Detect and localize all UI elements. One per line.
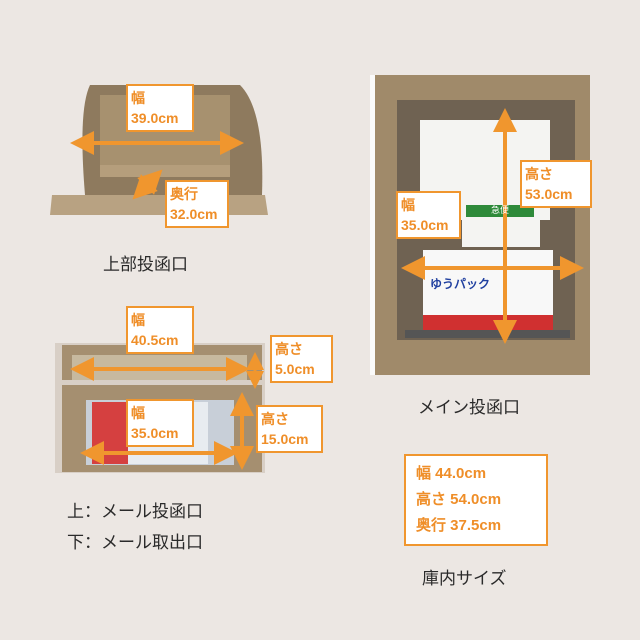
label-value: 15.0cm xyxy=(261,431,309,447)
package-label: 急便 xyxy=(490,206,509,216)
label-title: 幅 xyxy=(131,312,145,328)
label-value: 35.0cm xyxy=(131,425,179,441)
label-value: 5.0cm xyxy=(275,361,315,377)
interior-caption: 庫内サイズ xyxy=(422,569,507,589)
interior-depth: 奥行 37.5cm xyxy=(416,517,502,534)
label-title: 高さ xyxy=(261,411,289,427)
label-value: 53.0cm xyxy=(525,186,573,202)
main-slot-caption: メイン投函口 xyxy=(418,398,520,418)
mail-upper-width-label: 幅 40.5cm xyxy=(126,306,194,354)
label-title: 幅 xyxy=(401,197,415,213)
mail-lower-width-label: 幅 35.0cm xyxy=(126,399,194,447)
label-value: 35.0cm xyxy=(401,217,449,233)
top-slot-caption: 上部投函口 xyxy=(103,255,188,275)
mail-upper-height-label: 高さ 5.0cm xyxy=(270,335,333,383)
main-height-label: 高さ 53.0cm xyxy=(520,160,592,208)
label-value: 40.5cm xyxy=(131,332,179,348)
label-value: 32.0cm xyxy=(170,206,218,222)
label-title: 奥行 xyxy=(170,186,198,202)
label-value: 39.0cm xyxy=(131,110,179,126)
package-label: ゆうパック xyxy=(430,277,491,291)
mail-lower-caption: 下：メール取出口 xyxy=(67,533,203,553)
top-width-label: 幅 39.0cm xyxy=(126,84,194,132)
label-title: 幅 xyxy=(131,405,145,421)
label-title: 高さ xyxy=(525,166,553,182)
label-title: 幅 xyxy=(131,90,145,106)
interior-height: 高さ 54.0cm xyxy=(416,491,502,508)
interior-width: 幅 44.0cm xyxy=(416,465,487,482)
label-title: 高さ xyxy=(275,341,303,357)
top-depth-label: 奥行 32.0cm xyxy=(165,180,229,228)
top-depth-arrow xyxy=(132,169,163,200)
mail-upper-caption: 上：メール投函口 xyxy=(67,502,203,522)
main-width-label: 幅 35.0cm xyxy=(396,191,461,239)
mail-lower-height-label: 高さ 15.0cm xyxy=(256,405,323,453)
interior-size-box: 幅 44.0cm 高さ 54.0cm 奥行 37.5cm xyxy=(404,454,548,546)
